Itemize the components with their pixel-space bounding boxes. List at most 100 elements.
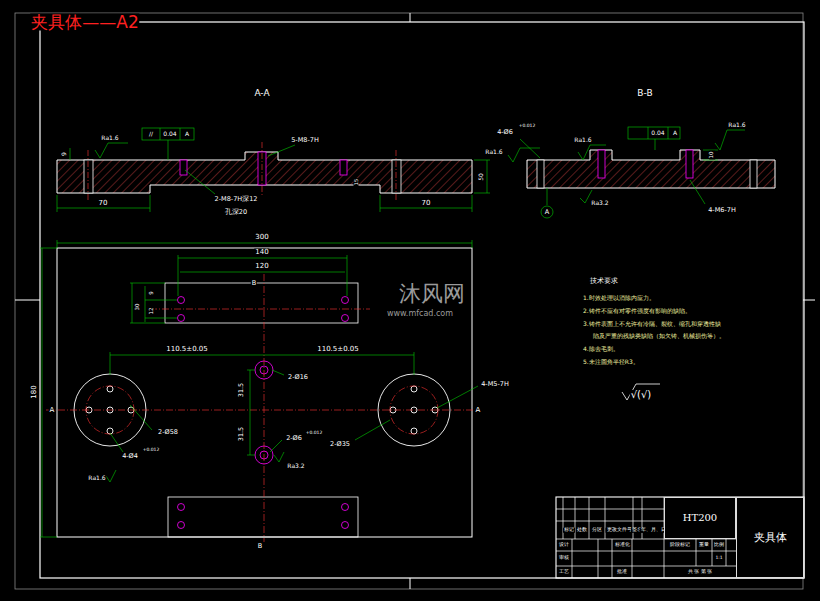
- table-cell: 分区: [591, 528, 603, 533]
- title-block-part: [598, 539, 599, 578]
- section-a-a-part-part: [380, 195, 381, 212]
- roughness-text: Ra3.2: [590, 200, 609, 206]
- plan-view: [40, 240, 478, 542]
- section-a-a-part-part: [185, 170, 215, 194]
- plan-view-part-part: [110, 355, 414, 356]
- section-a-a-part-part: [150, 195, 151, 212]
- dimension-text: 180: [31, 384, 38, 399]
- dimension-text: 110.5±0.05: [316, 346, 360, 353]
- section-label: A-A: [253, 89, 270, 98]
- section-mark: B: [257, 543, 263, 550]
- section-a-a-part-part: [474, 160, 490, 161]
- title-block-part: [575, 497, 576, 539]
- plan-view-part: [165, 283, 358, 323]
- plan-view-part-part: [178, 297, 185, 304]
- section-a-a-part-part: [168, 140, 169, 160]
- dimension-text: 30: [135, 303, 141, 312]
- roughness-text: Ra1.6: [87, 475, 106, 481]
- plan-view-part-part: [342, 504, 349, 511]
- plan-view-part-part: [178, 255, 179, 296]
- table-cell: 审核: [558, 556, 570, 561]
- tolerance-value: 0.04: [650, 130, 665, 136]
- title-block-part: [556, 566, 736, 567]
- plan-view-part-part: [46, 410, 474, 411]
- roughness-text: Ra1.6: [727, 122, 746, 128]
- dimension-text: 110.5±0.05: [165, 346, 209, 353]
- section-a-a-part-part: [180, 128, 181, 140]
- table-cell: 处数: [576, 528, 588, 533]
- section-a-a-part: [340, 160, 347, 175]
- roughness-text: Ra1.6: [100, 135, 119, 141]
- section-a-a-part-part: [487, 160, 488, 193]
- plan-view-part-part: [342, 315, 349, 322]
- thread-callout: 5-M8-7H: [290, 137, 320, 144]
- section-b-b-part-part: [655, 139, 656, 150]
- cell-text: 夹具体: [754, 532, 787, 543]
- section-b-b-part-part: [578, 145, 606, 160]
- drawing-frame-part: [803, 300, 815, 301]
- table-cell: 阶段标记: [669, 543, 691, 548]
- table-cell: 工艺: [558, 570, 570, 575]
- hole-callout: 4-Ø6: [496, 129, 514, 136]
- thread-callout: 4-M6-7H: [707, 207, 737, 214]
- datum-letter: A: [672, 130, 678, 136]
- section-a-a-part-part: [57, 195, 58, 212]
- dimension-text: 15: [354, 178, 359, 186]
- table-cell: 标记: [563, 528, 575, 533]
- plan-view-part-part: [110, 352, 111, 375]
- watermark: 沐风网: [398, 283, 466, 305]
- plan-view-part-part: [180, 272, 345, 273]
- title-block-part: [605, 497, 606, 539]
- section-b-b-part: [598, 150, 605, 178]
- plan-view-part-part: [355, 420, 390, 440]
- plan-view-part-part: [42, 248, 43, 537]
- thread-callout: 4-M5-7H: [480, 381, 510, 388]
- hole-callout: 2-Ø6: [285, 435, 303, 442]
- plan-view-part-part: [145, 318, 177, 319]
- dimension-text: 12: [149, 307, 155, 316]
- drawing-frame-part: [410, 13, 411, 22]
- datum-letter: A: [184, 131, 190, 137]
- datum-letter: A: [544, 209, 550, 216]
- plan-view-part-part: [274, 452, 284, 462]
- plan-view-part-part: [150, 309, 370, 310]
- section-a-a-part: [180, 160, 187, 175]
- section-a-a-part: [57, 152, 472, 193]
- section-a-a-part: [396, 150, 397, 200]
- section-mark: A: [475, 407, 482, 414]
- plan-view-part-part: [247, 455, 255, 456]
- section-b-b-part-part: [668, 127, 669, 139]
- section-a-a-part: [57, 128, 490, 212]
- note-line: 5.未注圆角半径R3。: [582, 359, 640, 365]
- section-a-a-part-part: [380, 208, 472, 209]
- plan-view-part-part: [145, 286, 146, 322]
- title-block-part: [589, 497, 590, 539]
- tolerance-value: +0.012: [518, 124, 537, 129]
- dimension-text: 10: [709, 151, 715, 160]
- section-b-b-part-part: [508, 148, 540, 162]
- title-block-part: [632, 539, 633, 578]
- title-block-part: [642, 497, 643, 539]
- roughness-mark-part: [622, 384, 660, 400]
- table-cell: 比例: [713, 543, 725, 548]
- section-a-a-part-part: [474, 193, 490, 194]
- table-cell: 标准化: [614, 543, 631, 548]
- roughness-text: Ra3.2: [286, 463, 305, 469]
- roughness-text: Ra1.6: [573, 137, 592, 143]
- plan-view-part-part: [130, 283, 165, 284]
- section-a-a-part-part: [57, 208, 150, 209]
- plan-view-part-part: [130, 323, 165, 324]
- plan-view-part-part: [40, 537, 57, 538]
- dimension-text: 70: [98, 200, 109, 207]
- cell-text: HT200: [683, 513, 717, 523]
- plan-view-part-part: [342, 522, 349, 529]
- section-a-a-part-part: [70, 148, 71, 160]
- section-b-b-part: [537, 160, 544, 188]
- plan-view-part-part: [247, 370, 255, 371]
- notes-heading: 技术要求: [589, 278, 619, 285]
- plan-view-part-part: [132, 283, 133, 323]
- plan-view-part-part: [110, 433, 123, 452]
- plan-view-part: [40, 240, 478, 537]
- watermark: www.mfcad.com: [386, 310, 454, 318]
- table-cell: 重量: [698, 543, 710, 548]
